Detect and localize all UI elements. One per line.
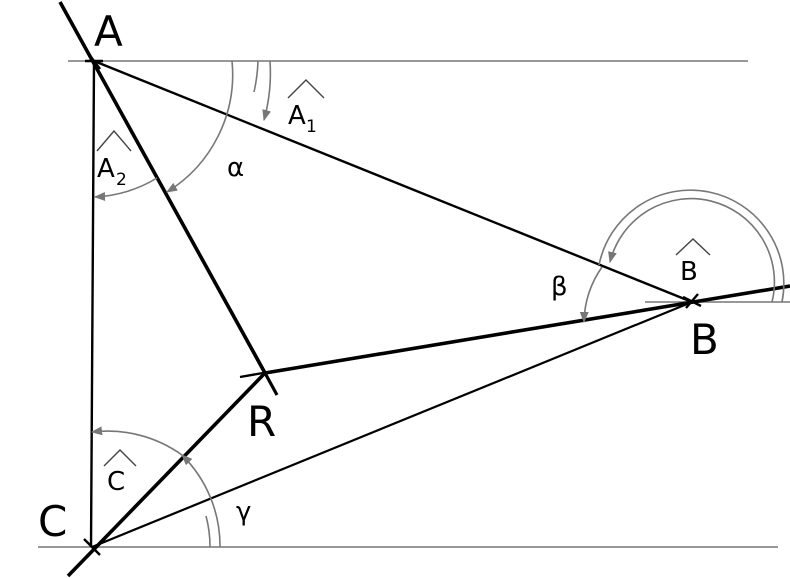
label-a1-index: 1 (306, 117, 317, 137)
segment-cb (91, 300, 693, 549)
label-c-hat-letter: C (107, 467, 125, 497)
ray-c-to-r (66, 371, 267, 578)
ray-through-a-to-r (58, 1, 267, 374)
label-a2-letter: A (97, 154, 115, 184)
label-point-c: C (38, 497, 67, 546)
arc-c-hat (90, 426, 183, 456)
cross-mark-r (251, 350, 279, 396)
label-point-a: A (94, 7, 123, 56)
label-point-b: B (690, 315, 719, 364)
hat-a2 (96, 129, 132, 152)
ray-r-through-b (264, 284, 790, 375)
arc-b-hat (608, 197, 776, 303)
tick-marks (83, 52, 702, 556)
label-point-r: R (247, 397, 276, 446)
arc-a2 (93, 177, 158, 201)
segment-ac (89, 60, 96, 548)
arc-gamma (181, 454, 221, 548)
arc-a1-outer (253, 60, 259, 93)
label-gamma: γ (236, 497, 251, 527)
hat-b (675, 238, 711, 256)
arc-a1 (262, 60, 272, 122)
segment-ab (93, 59, 693, 304)
label-b-hat-letter: B (680, 257, 698, 287)
label-a1-letter: A (288, 101, 306, 131)
hat-c (103, 449, 137, 467)
label-alpha: α (227, 153, 244, 183)
arc-beta (579, 266, 603, 324)
arc-alpha (166, 60, 234, 193)
hat-a1 (287, 79, 325, 99)
label-beta: β (551, 272, 568, 302)
arc-b-outer (598, 189, 785, 303)
label-a2-index: 2 (116, 170, 127, 190)
arc-gamma-outer (205, 515, 211, 548)
